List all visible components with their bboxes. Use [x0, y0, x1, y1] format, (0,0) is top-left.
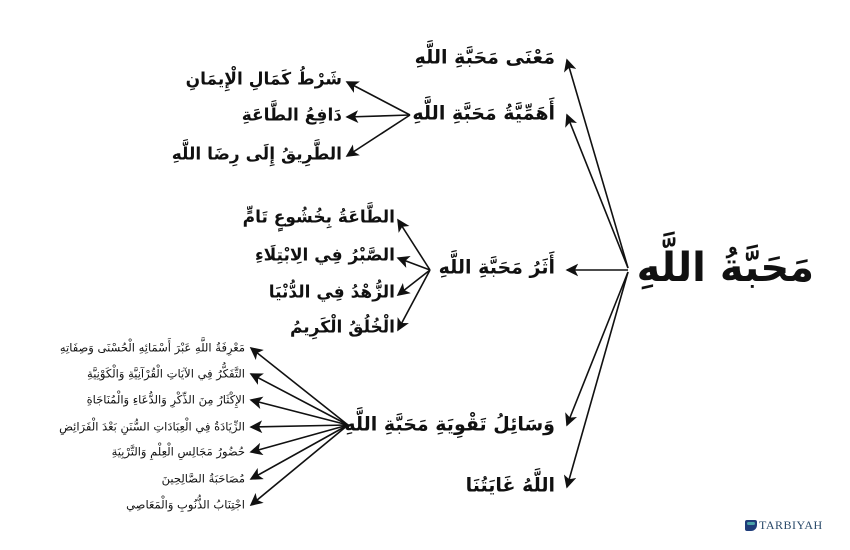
means-item: حُضُورُ مَجَالِسِ الْعِلْمِ وَالتَّرْبِي…: [111, 444, 245, 459]
arrow-root-meaning: [564, 58, 629, 269]
importance-item: الطَّرِيقُ إِلَى رِضَا اللَّهِ: [171, 144, 342, 165]
effect-item: الْخُلُقُ الْكَرِيمُ: [289, 317, 395, 338]
importance-item: دَافِعُ الطَّاعَةِ: [241, 105, 342, 126]
importance-item: شَرْطُ كَمَالِ الْإِيمَانِ: [185, 69, 342, 90]
tarbiyah-logo: TARBIYAH: [745, 518, 823, 533]
arrow-effect-3: [396, 269, 431, 296]
means-item: التَّفَكُّرُ فِي الآيَاتِ الْقُرْآنِيَّة…: [87, 366, 245, 381]
node-means: وَسَائِلُ تَقْوِيَةِ مَحَبَّةِ اللَّهِ: [344, 413, 555, 436]
node-effect: أَثَرُ مَحَبَّةِ اللَّهِ: [438, 256, 555, 279]
arrow-root-means: [565, 271, 629, 427]
arrow-means-3: [249, 396, 349, 426]
arrow-means-2: [249, 373, 349, 426]
arrow-means-4: [249, 420, 349, 434]
arrow-means-1: [249, 347, 349, 426]
arrow-means-5: [249, 424, 349, 456]
effect-item: الزُّهْدُ فِي الدُّنْيَا: [268, 282, 395, 303]
arrow-means-6: [249, 424, 349, 480]
arrow-effect-2: [396, 255, 431, 271]
arrow-root-goal: [563, 271, 629, 489]
arrow-means-7: [249, 424, 349, 507]
means-item: مُصَاحَبَةُ الصَّالِحِينَ: [161, 471, 245, 486]
arrow-effect-4: [397, 269, 431, 332]
effect-item: الصَّبْرُ فِي الِابْتِلَاءِ: [254, 245, 395, 266]
logo-text: TARBIYAH: [759, 518, 823, 532]
node-importance: أَهَمِّيَّةُ مَحَبَّةِ اللَّهِ: [412, 102, 555, 125]
arrow-root-importance: [565, 113, 629, 269]
node-meaning: مَعْنَى مَحَبَّةِ اللَّهِ: [414, 46, 555, 69]
node-goal: اللَّهُ غَايَتُنَا: [465, 474, 555, 497]
root-node: مَحَبَّةُ اللَّهِ: [636, 245, 814, 291]
arrow-importance-3: [345, 114, 411, 157]
arrow-importance-2: [345, 110, 411, 124]
means-item: اجْتِنَابُ الذُّنُوبِ وَالْمَعَاصِي: [126, 497, 245, 512]
means-item: مَعْرِفَةُ اللَّهِ عَبْرَ أَسْمَائِهِ ال…: [59, 340, 245, 355]
arrow-importance-1: [345, 81, 411, 116]
effect-item: الطَّاعَةُ بِخُشُوعٍ تَامٍّ: [242, 207, 395, 228]
logo-mark-icon: [745, 520, 757, 531]
means-item: الإِكْثَارُ مِنَ الذِّكْرِ وَالدُّعَاءِ …: [86, 392, 245, 407]
arrow-effect-1: [397, 218, 431, 271]
means-item: الزِّيَادَةُ فِي الْعِبَادَاتِ السُّنَنِ…: [59, 419, 245, 434]
